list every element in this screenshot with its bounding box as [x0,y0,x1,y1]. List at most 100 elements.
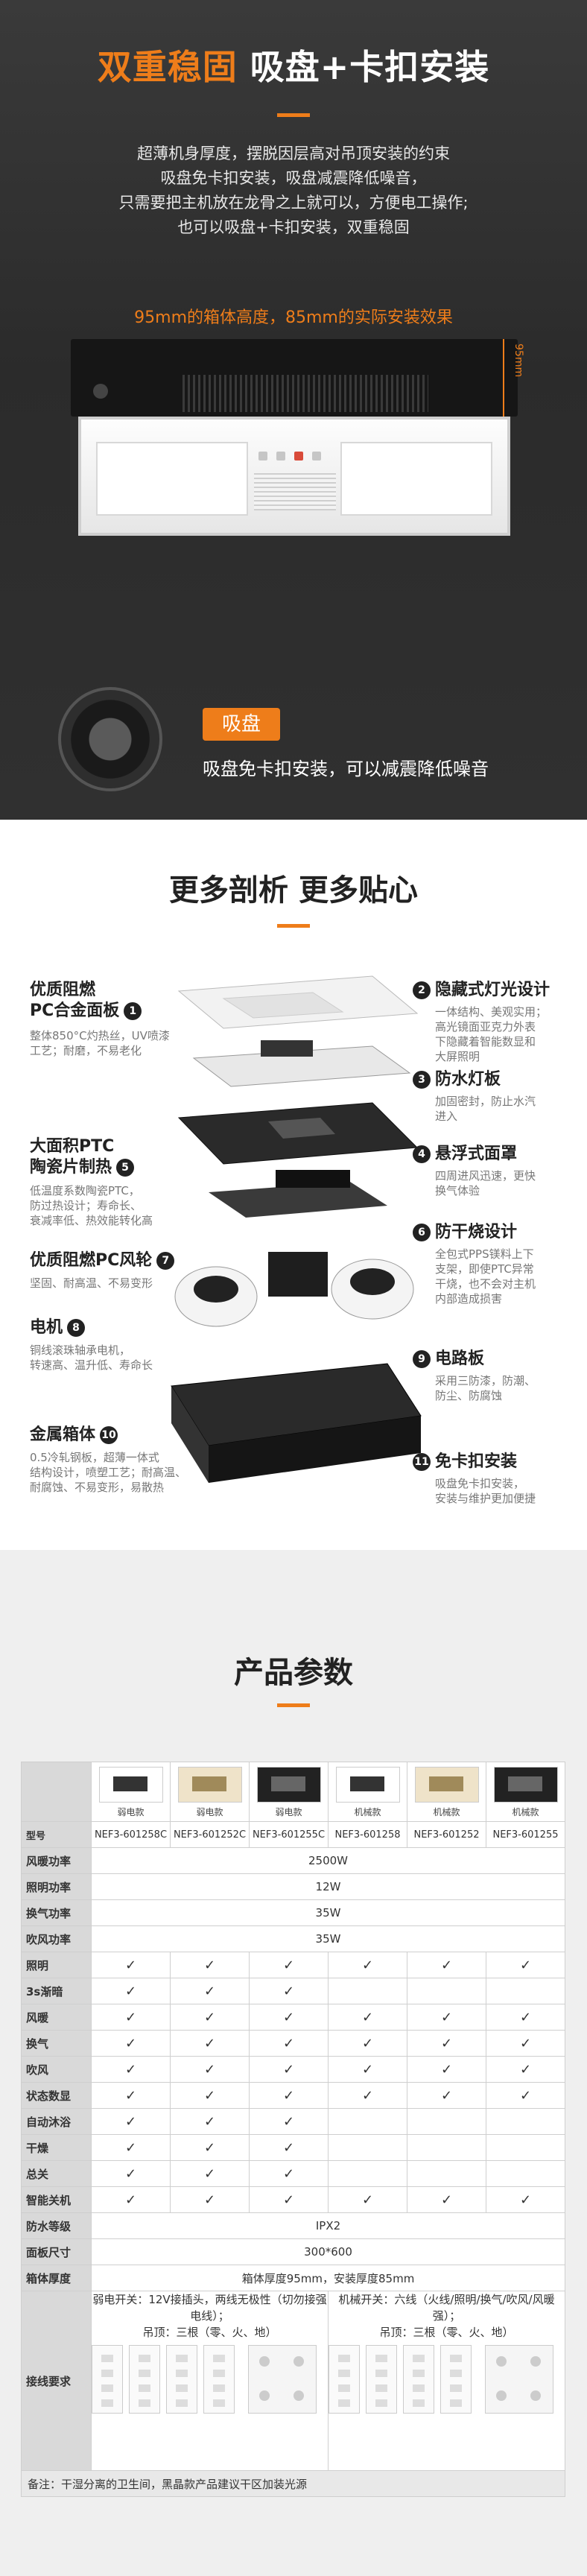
specs-title: 产品参数 [234,1656,353,1690]
feature-row: 总关✓✓✓ [21,2160,565,2187]
heater-illustration: 95mm [71,339,525,563]
spec-value: 12W [91,1873,565,1900]
check-icon: ✓ [440,2087,453,2104]
junction-box-icon [248,2345,317,2414]
check-icon: ✓ [361,2009,374,2025]
install-description: 超薄机身厚度，摆脱因层高对吊顶安装的约束 吸盘免卡扣安装，吸盘减震降低噪音， 只… [45,142,542,240]
check-icon: ✓ [203,2009,216,2025]
part-number-badge: 11 [413,1453,431,1471]
product-cell: 机械款 [407,1762,486,1822]
part-desc-9: 采用三防漆，防潮、 防尘、防腐蚀 [435,1374,536,1402]
desc-line: 超薄机身厚度，摆脱因层高对吊顶安装的约束 [137,145,450,162]
feature-cell: ✓ [328,2082,407,2109]
feature-row: 照明✓✓✓✓✓✓ [21,1952,565,1978]
check-icon: ✓ [282,2192,295,2208]
spec-value: 35W [91,1925,565,1952]
feature-cell: ✓ [407,2004,486,2031]
feature-cell: ✓ [170,2160,250,2187]
feature-cell: ✓ [170,1952,250,1978]
feature-cell: ✓ [170,2030,250,2057]
feature-cell [407,2108,486,2135]
check-icon: ✓ [519,2192,532,2208]
exploded-view-icon [171,975,422,1483]
part-title: 优质阻燃PC风轮 [30,1251,153,1270]
feature-cell: ✓ [249,2030,329,2057]
product-thumbnail [256,1767,321,1803]
product-type: 弱电款 [275,1807,302,1817]
check-icon: ✓ [519,2009,532,2025]
lamp-right [340,442,492,516]
check-icon: ✓ [124,2087,137,2104]
check-icon: ✓ [282,1983,295,1999]
feature-cell: ✓ [249,2160,329,2187]
feature-row: 吹风✓✓✓✓✓✓ [21,2056,565,2083]
row-label: 箱体厚度 [21,2265,92,2291]
install-title: 双重稳固 吸盘+卡扣安装 [0,40,587,89]
product-type: 弱电款 [196,1807,223,1817]
part-desc-1: 整体850°C灼热丝，UV喷漆 工艺；耐磨，不易老化 [30,1029,170,1057]
terminal-knob [93,384,108,399]
product-cell: 弱电款 [249,1762,329,1822]
wall-switch-icon [203,2345,235,2414]
product-thumbnail [335,1767,400,1803]
feature-row: 智能关机✓✓✓✓✓✓ [21,2186,565,2213]
wiring-row: 接线要求弱电开关：12V接插头，两线无极性（切勿接强电线）； 吊顶：三根（零、火… [21,2291,565,2471]
product-cell: 机械款 [328,1762,407,1822]
check-icon: ✓ [440,2061,453,2077]
feature-cell: ✓ [91,2108,171,2135]
feature-cell: ✓ [91,2134,171,2161]
feature-cell: ✓ [91,2082,171,2109]
lamp-left [96,442,248,516]
check-icon: ✓ [440,1957,453,1973]
feature-row: 干燥✓✓✓ [21,2134,565,2161]
wall-switch-icon [366,2345,397,2414]
heater-vents [183,375,428,412]
feature-cell: ✓ [91,2186,171,2213]
row-label: 型号 [21,1821,92,1848]
part-title: 防干烧设计 [435,1223,518,1241]
feature-cell: ✓ [249,2082,329,2109]
feature-cell: ✓ [170,2056,250,2083]
feature-cell: ✓ [91,2056,171,2083]
check-icon: ✓ [124,1957,137,1973]
feature-row: 换气✓✓✓✓✓✓ [21,2030,565,2057]
model-cell: NEF3-601258 [328,1821,407,1848]
row-label: 换气 [21,2030,92,2057]
feature-cell: ✓ [170,1978,250,2004]
feature-cell: ✓ [328,2056,407,2083]
part-desc-10: 0.5冷轧钢板，超薄一体式 结构设计，喷塑工艺；耐高温、 耐腐蚀、不易变形，易散… [30,1451,187,1494]
install-caption: 95mm的箱体高度，85mm的实际安装效果 [134,308,453,327]
check-icon: ✓ [203,2192,216,2208]
feature-cell: ✓ [328,2004,407,2031]
check-icon: ✓ [124,2035,137,2051]
model-cell: NEF3-601255C [249,1821,329,1848]
check-icon: ✓ [124,2061,137,2077]
part-desc-8: 铜线滚珠轴承电机， 转速高、温升低、寿命长 [30,1344,153,1372]
product-thumbnail [493,1767,558,1803]
switch-illustration [92,2345,328,2417]
feature-cell: ✓ [91,2160,171,2187]
check-icon: ✓ [361,2192,374,2208]
check-icon: ✓ [282,2165,295,2182]
product-thumbnail [414,1767,479,1803]
feature-cell: ✓ [249,2108,329,2135]
install-title-accent: 双重稳固 [97,47,238,87]
part-desc-2: 一体结构、美观实用； 高光镜面亚克力外表 下隐藏着智能数显和 大屏照明 [435,1005,548,1063]
part-desc-5: 低温度系数陶瓷PTC， 防过热设计；寿命长、 衰减率低、热效能转化高 [30,1184,153,1227]
feature-cell: ✓ [407,1952,486,1978]
analysis-section: 更多剖析 更多贴心 优质阻 [0,820,587,1550]
desc-line: 吸盘免卡扣安装，吸盘减震降低噪音， [160,169,427,187]
part-number-badge: 2 [413,981,431,999]
analysis-title: 更多剖析 更多贴心 [169,873,418,908]
feature-cell: ✓ [407,2186,486,2213]
install-title-rest: 吸盘+卡扣安装 [237,47,490,87]
part-desc-3: 加固密封，防止水汽 进入 [435,1095,536,1123]
